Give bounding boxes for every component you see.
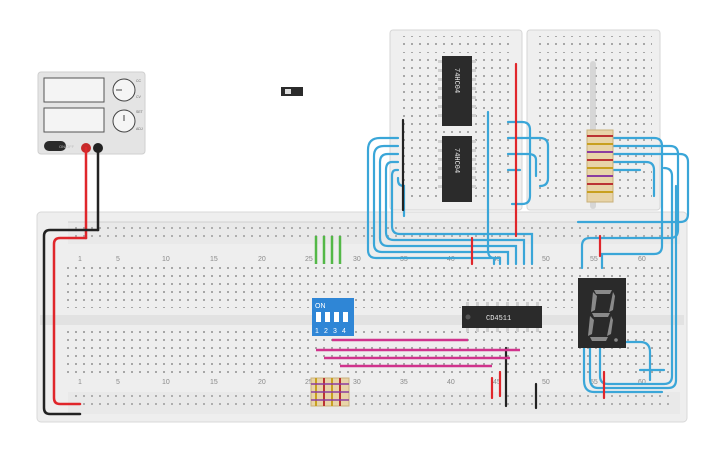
svg-text:SET: SET (136, 110, 144, 114)
column-number: 45 (493, 256, 501, 263)
svg-text:2: 2 (324, 328, 328, 335)
column-number: 55 (590, 256, 598, 263)
resistor-array-top[interactable] (586, 129, 614, 203)
column-number: 5 (116, 256, 120, 263)
svg-text:74HC04: 74HC04 (452, 148, 460, 173)
column-number: 15 (210, 256, 218, 263)
column-number: 20 (258, 379, 266, 386)
column-number: 5 (116, 379, 120, 386)
svg-text:CD4511: CD4511 (486, 315, 511, 323)
dip-switch[interactable]: ON 1 2 3 4 (312, 298, 354, 336)
column-number: 55 (590, 379, 598, 386)
svg-text:CV: CV (136, 95, 142, 99)
svg-text:3: 3 (333, 328, 337, 335)
display-digit: 8 (0, 0, 1, 1)
column-number: 25 (305, 256, 313, 263)
column-number: 35 (400, 256, 408, 263)
svg-text:ADJ: ADJ (136, 127, 143, 131)
decoder-chip[interactable]: CD4511 (462, 302, 542, 332)
column-number: 30 (353, 379, 361, 386)
power-supply[interactable]: CC CV SET ADJ ON/OFF (37, 71, 146, 155)
column-number: 40 (447, 256, 455, 263)
power-wires (42, 146, 100, 416)
voltage-knob[interactable] (112, 78, 136, 102)
svg-text:4: 4 (342, 328, 346, 335)
column-number: 30 (353, 256, 361, 263)
column-number: 10 (162, 256, 170, 263)
svg-text:CC: CC (136, 79, 142, 83)
column-number: 1 (78, 256, 82, 263)
column-number: 50 (542, 256, 550, 263)
dip-toggle-1[interactable] (316, 312, 321, 322)
column-number: 20 (258, 256, 266, 263)
column-number: 40 (447, 379, 455, 386)
slide-switch[interactable] (281, 87, 303, 96)
resistor-array-bottom[interactable] (310, 377, 350, 407)
green-wires (314, 236, 342, 264)
dip-toggle-4[interactable] (343, 312, 348, 322)
inverter-chip-2[interactable]: 74HC04 (438, 136, 476, 202)
blue-wires (366, 110, 690, 394)
column-number: 1 (78, 379, 82, 386)
seven-segment-display[interactable]: 8 (0, 0, 626, 348)
svg-text:74HC04: 74HC04 (452, 68, 460, 93)
dip-toggle-2[interactable] (325, 312, 330, 322)
column-number: 15 (210, 379, 218, 386)
column-number: 25 (305, 379, 313, 386)
column-number: 35 (400, 379, 408, 386)
magenta-wires (316, 338, 520, 368)
column-number: 50 (542, 379, 550, 386)
column-number: 10 (162, 379, 170, 386)
power-button[interactable] (44, 141, 66, 151)
svg-text:ON: ON (315, 303, 326, 310)
column-number: 45 (493, 379, 501, 386)
column-number: 60 (638, 256, 646, 263)
inverter-chip-1[interactable]: 74HC04 (438, 56, 476, 126)
column-number: 60 (638, 379, 646, 386)
svg-text:1: 1 (315, 328, 319, 335)
dip-toggle-3[interactable] (334, 312, 339, 322)
svg-text:ON/OFF: ON/OFF (59, 144, 75, 149)
